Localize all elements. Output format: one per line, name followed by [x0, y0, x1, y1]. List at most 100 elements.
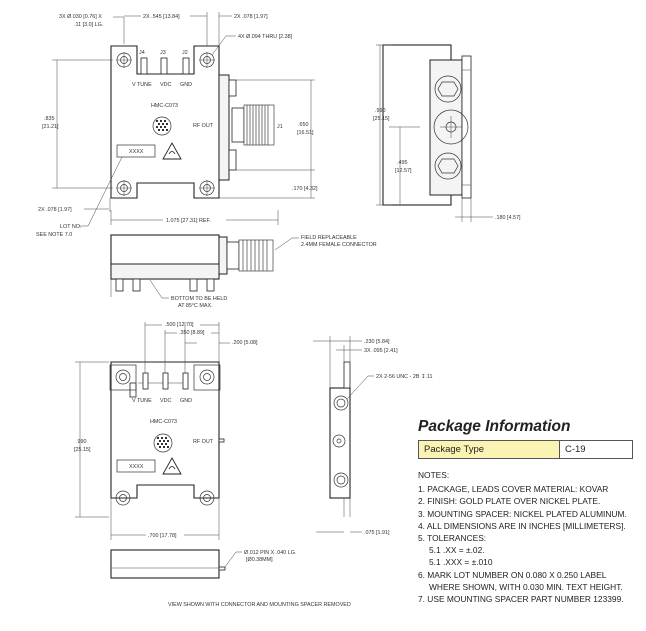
label-vdc: VDC	[160, 398, 171, 404]
hex-nut-icon	[434, 75, 462, 103]
label-j4: J4	[139, 50, 145, 56]
2d-barcode-icon	[153, 433, 173, 453]
threaded-hole-icon	[333, 395, 349, 411]
bottom-elevation-view: Ø.012 PIN X .040 LG. [Ø0.38MM] VIEW SHOW…	[110, 549, 351, 608]
field-replaceable-2: 2.4MM FEMALE CONNECTOR	[301, 242, 377, 248]
note-7: 7. USE MOUNTING SPACER PART NUMBER 12339…	[418, 594, 624, 605]
side-height-dim-1: .990	[375, 108, 386, 114]
note-4: 4. ALL DIMENSIONS ARE IN INCHES [MILLIME…	[418, 520, 626, 531]
end-view: .230 [5.84] 3X .095 [2.41] 2X 2-56 UNC -…	[313, 336, 433, 536]
end-dim-2: 3X .095 [2.41]	[364, 348, 398, 354]
pitch-dim-2: .350 [8.89]	[179, 330, 205, 336]
label-vdc: VDC	[160, 82, 171, 88]
end-dim-bottom: .075 [1.91]	[364, 530, 390, 536]
side-depth-dim: .180 [4.57]	[495, 215, 521, 221]
mounting-hole-icon	[115, 369, 131, 385]
hex-nut-icon	[434, 152, 462, 180]
package-info-title: Package Information	[418, 418, 571, 435]
elevation-view: FIELD REPLACEABLE 2.4MM FEMALE CONNECTOR…	[110, 234, 377, 309]
rf-connector	[218, 236, 274, 275]
thread-note: 2X 2-56 UNC - 2B ↧.11	[376, 374, 433, 380]
bottom-held-2: AT 85°C MAX.	[178, 303, 213, 309]
pin-offset-dim: 2X .078 [1.97]	[234, 14, 268, 20]
bottom-height-dim-1: .990	[76, 439, 87, 445]
pin-vdc	[160, 57, 168, 75]
pin-vtune	[140, 57, 148, 75]
rf-port-icon	[332, 434, 346, 448]
mounting-hole-icon	[116, 180, 132, 196]
mounting-hole-icon	[115, 490, 131, 506]
field-replaceable-1: FIELD REPLACEABLE	[301, 235, 357, 241]
rf-out-label: RF OUT	[193, 439, 214, 445]
side-height-dim-2: [25.15]	[373, 116, 390, 122]
package-information: Package Information Package Type C-19	[418, 418, 638, 459]
rf-connector	[218, 74, 275, 181]
note-5-2: 5.1 .XXX = ±.010	[429, 557, 493, 568]
bottom-elevation-body	[110, 549, 220, 579]
mounting-hole-icon	[116, 52, 132, 68]
package-type-value: C-19	[559, 440, 633, 459]
lot-label-1: LOT NO.	[60, 224, 81, 230]
mounting-hole-icon	[199, 490, 215, 506]
model-label: HMC-C073	[151, 103, 178, 109]
rf-out-label: RF OUT	[193, 123, 214, 129]
pin-note-2: [Ø0.38MM]	[246, 557, 273, 563]
label-j2: J2	[182, 50, 188, 56]
package-type-label: Package Type	[418, 440, 560, 459]
note-1: 1. PACKAGE, LEADS COVER MATERIAL: KOVAR	[418, 484, 609, 495]
thru-holes-note: 4X Ø.094 THRU [2.38]	[238, 34, 293, 40]
pin-vdc	[162, 372, 169, 390]
bottom-width-dim: .700 [17.78]	[148, 533, 177, 539]
hole-offset-dim: 2X .078 [1.97]	[38, 207, 72, 213]
pin-gnd	[182, 372, 189, 390]
note-6: 6. MARK LOT NUMBER ON 0.080 X 0.250 LABE…	[418, 569, 607, 580]
bottom-height-dim-2: [25.15]	[74, 447, 91, 453]
note-5-1: 5.1 .XX = ±.02.	[429, 545, 485, 556]
bottom-offset-dim: .170 [4.32]	[292, 186, 318, 192]
pin-gnd	[182, 57, 190, 75]
pin-offset-dim: .200 [5.08]	[232, 340, 258, 346]
lot-box-text: XXXX	[129, 149, 144, 155]
2d-barcode-icon	[152, 116, 172, 136]
side-view: .990 [25.15] .495 [12.57] .180 [4.57]	[373, 44, 521, 222]
label-gnd: GND	[180, 398, 192, 404]
conn-height-dim-2: [16.51]	[297, 130, 314, 136]
lot-label-2: SEE NOTE 7.0	[36, 232, 72, 238]
view-caption: VIEW SHOWN WITH CONNECTOR AND MOUNTING S…	[168, 602, 351, 608]
note-2: 2. FINISH: GOLD PLATE OVER NICKEL PLATE.	[418, 496, 601, 507]
lot-box-text: XXXX	[129, 464, 144, 470]
bottom-held-1: BOTTOM TO BE HELD	[171, 296, 227, 302]
lot-number-box	[116, 144, 156, 158]
top-view: J4 J3 J2 V TUNE VDC GND HMC-C073 RF OUT …	[36, 12, 318, 238]
note-6-cont: WHERE SHOWN, WITH 0.030 MIN. TEXT HEIGHT…	[429, 581, 623, 592]
mounting-hole-icon	[199, 369, 215, 385]
pitch-dim-1: .500 [12.70]	[165, 322, 194, 328]
label-vtune: V TUNE	[132, 398, 152, 404]
pin-spacing-dim: 2X .545 [13.84]	[143, 14, 180, 20]
mounting-hole-icon	[199, 52, 215, 68]
pin-vtune	[142, 372, 149, 390]
bottom-view: V TUNE VDC GND HMC-C073 RF OUT XXXX .500…	[74, 322, 258, 540]
rf-port-icon	[433, 109, 469, 145]
package-type-table: Package Type C-19	[418, 440, 633, 459]
height-dim-1: .835	[44, 116, 55, 122]
esd-warning-icon	[162, 142, 182, 160]
note-3: 3. MOUNTING SPACER: NICKEL PLATED ALUMIN…	[418, 508, 627, 519]
label-gnd: GND	[180, 82, 192, 88]
side-center-dim-2: [12.57]	[395, 168, 412, 174]
label-j3: J3	[160, 50, 166, 56]
model-label: HMC-C073	[150, 419, 177, 425]
threaded-hole-icon	[333, 472, 349, 488]
notes-list: NOTES: 1. PACKAGE, LEADS COVER MATERIAL:…	[418, 469, 643, 605]
pin-holes-note-2: .11 [3.0] LG.	[74, 22, 103, 28]
label-j1: J1	[277, 124, 283, 130]
end-dim-1: .230 [5.84]	[364, 339, 390, 345]
overall-length-dim: 1.075 [27.31] REF.	[166, 218, 211, 224]
pin-note-1: Ø.012 PIN X .040 LG.	[244, 550, 296, 556]
pin-holes-note-1: 3X Ø.030 [0.76] X	[59, 14, 102, 20]
lot-number-box	[116, 459, 156, 473]
height-dim-2: [21.21]	[42, 124, 59, 130]
mounting-hole-icon	[199, 180, 215, 196]
note-5: 5. TOLERANCES:	[418, 533, 487, 544]
